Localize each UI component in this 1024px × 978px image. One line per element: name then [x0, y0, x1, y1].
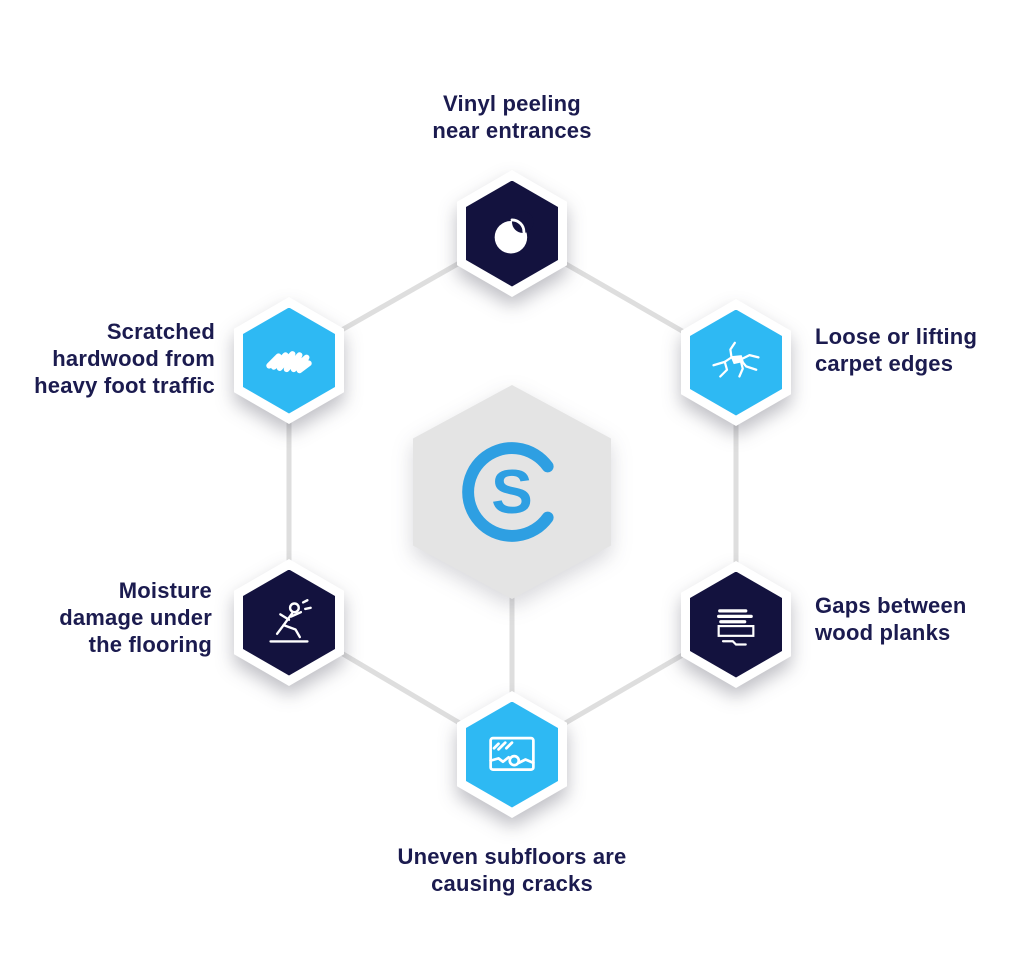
label-vinyl-peeling: Vinyl peeling near entrances	[312, 90, 712, 144]
node-carpet-edges	[681, 299, 791, 426]
label-line: Loose or lifting	[815, 324, 978, 349]
wood-planks-icon	[717, 608, 755, 646]
cracked-subfloor-icon	[489, 736, 535, 771]
label-line: damage under	[59, 605, 212, 630]
carpet-cracks-icon	[712, 341, 760, 378]
node-face	[243, 307, 335, 414]
logo-s-letter: S	[491, 458, 532, 527]
label-moisture-damage: Moisture damage under the flooring	[59, 577, 212, 658]
node-border	[681, 299, 791, 426]
node-face	[466, 701, 558, 808]
node-wood-planks	[681, 561, 791, 688]
node-border	[681, 561, 791, 688]
label-uneven-subfloor: Uneven subfloors are causing cracks	[312, 843, 712, 897]
label-line: causing cracks	[431, 871, 593, 896]
label-line: the flooring	[88, 632, 212, 657]
cs-logo: S	[462, 442, 554, 542]
label-line: Scratched	[106, 319, 215, 344]
node-border	[457, 691, 567, 818]
label-line: Moisture	[118, 578, 212, 603]
node-border	[234, 559, 344, 686]
node-face	[690, 571, 782, 678]
node-scratched-hardwood	[234, 297, 344, 424]
logo-c-ring	[462, 442, 554, 542]
label-line: Gaps between	[815, 593, 967, 618]
node-moisture-damage	[234, 559, 344, 686]
label-scratched-hardwood: Scratched hardwood from heavy foot traff…	[34, 318, 215, 399]
label-line: carpet edges	[815, 351, 954, 376]
node-face	[243, 569, 335, 676]
slipping-person-icon	[269, 598, 312, 643]
node-face	[690, 309, 782, 416]
node-border	[234, 297, 344, 424]
label-line: hardwood from	[52, 346, 215, 371]
label-line: near entrances	[432, 118, 592, 143]
center-hexagon-face: S	[413, 385, 611, 599]
label-line: Vinyl peeling	[443, 91, 581, 116]
node-vinyl-peeling	[457, 170, 567, 297]
label-line: heavy foot traffic	[34, 373, 215, 398]
vinyl-peeling-icon	[494, 210, 534, 253]
scratch-scribble-icon	[266, 350, 312, 373]
center-hexagon: S	[413, 385, 611, 599]
label-line: wood planks	[815, 620, 951, 645]
node-uneven-subfloor	[457, 691, 567, 818]
label-wood-planks: Gaps between wood planks	[815, 592, 967, 646]
node-face	[466, 180, 558, 287]
node-border	[457, 170, 567, 297]
label-carpet-edges: Loose or lifting carpet edges	[815, 323, 977, 377]
label-line: Uneven subfloors are	[397, 844, 627, 869]
